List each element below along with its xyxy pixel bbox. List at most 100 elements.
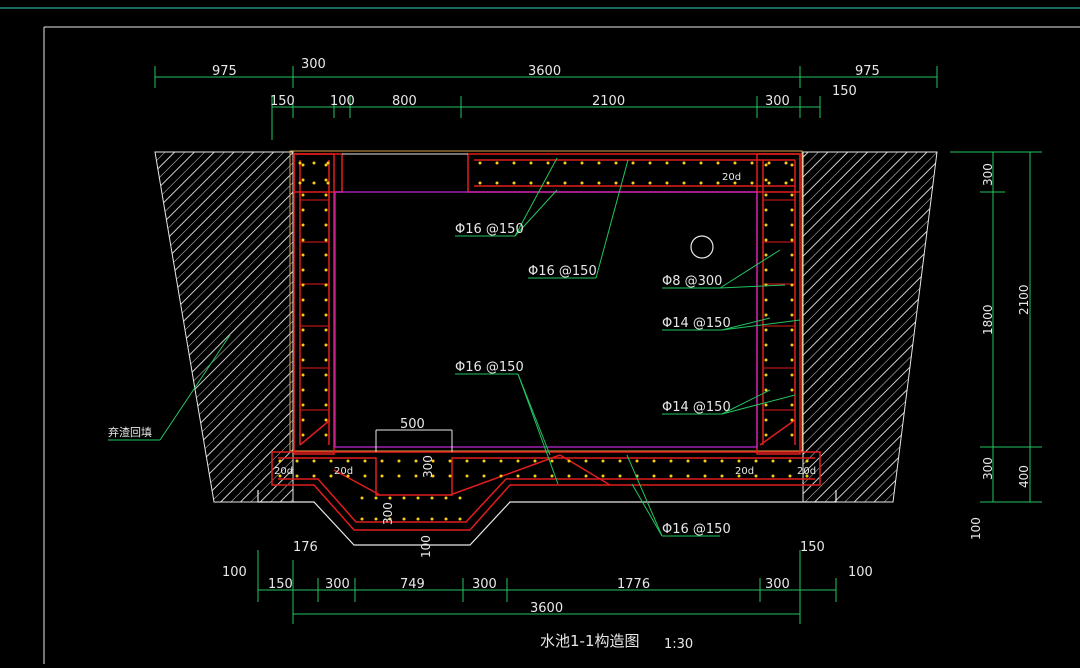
- rebar-dot: [444, 517, 448, 521]
- rebar-dot: [790, 313, 794, 317]
- rebar-dot: [360, 517, 364, 521]
- rebar-dot: [324, 208, 328, 212]
- dim-top2-150: 150: [270, 94, 295, 109]
- rebar-dot: [764, 388, 768, 392]
- rebar-dot: [278, 459, 282, 463]
- rebar-dot: [324, 373, 328, 377]
- dim-right-300b: 300: [981, 457, 995, 480]
- rebar-dot: [312, 181, 316, 185]
- rebar-dot: [397, 459, 401, 463]
- rebar-dot: [301, 358, 305, 362]
- rebar-dot: [597, 161, 601, 165]
- rebar-dot: [703, 459, 707, 463]
- rebar-dot: [764, 223, 768, 227]
- rebar-dot: [346, 459, 350, 463]
- rebar-dot: [764, 358, 768, 362]
- rebar-dot: [301, 373, 305, 377]
- pipe-opening-icon: [690, 235, 714, 259]
- rebar-dot: [363, 474, 367, 478]
- rebar-dot: [614, 181, 618, 185]
- rebar-dot: [301, 253, 305, 257]
- rebar-dot: [301, 223, 305, 227]
- rebar-dot: [790, 388, 794, 392]
- rebar-dot: [465, 459, 469, 463]
- rebar-dot: [324, 328, 328, 332]
- rebar-dot: [324, 313, 328, 317]
- rebar-dot: [529, 181, 533, 185]
- dim-right-1800: 1800: [981, 304, 995, 335]
- rebar-dot: [665, 161, 669, 165]
- rebar-dot: [652, 474, 656, 478]
- rebar-dot: [301, 418, 305, 422]
- rebar-dot: [788, 459, 792, 463]
- rebar-dot: [790, 433, 794, 437]
- rebar-dot: [754, 459, 758, 463]
- rebar-dot: [790, 193, 794, 197]
- rebar-dot: [788, 474, 792, 478]
- rebar-dot: [301, 208, 305, 212]
- rebar-dot: [550, 459, 554, 463]
- rebar-dot: [324, 193, 328, 197]
- rebar-dot: [764, 298, 768, 302]
- rebar-dot: [512, 161, 516, 165]
- rebar-dot: [805, 459, 809, 463]
- rebar-dot: [312, 459, 316, 463]
- rebar-dot: [301, 403, 305, 407]
- rebar-dot: [529, 161, 533, 165]
- rebar-dot: [652, 459, 656, 463]
- rebar-dot: [448, 459, 452, 463]
- rebar-dot: [324, 298, 328, 302]
- dim-top2-800: 800: [392, 94, 417, 109]
- foundation-outline: [257, 490, 837, 546]
- rebar-dot: [733, 181, 737, 185]
- rebar-dot: [764, 268, 768, 272]
- sump-outline: [375, 429, 453, 452]
- rebar-dot: [601, 474, 605, 478]
- rebar-dot: [533, 474, 537, 478]
- rebar-dot: [301, 313, 305, 317]
- rebar-dot: [326, 181, 330, 185]
- rebar-label-3: Φ8 @300: [662, 274, 722, 289]
- rebar-dot: [298, 181, 302, 185]
- drawing-title: 水池1-1构造图: [540, 632, 640, 650]
- rebar-dot: [458, 517, 462, 521]
- rebar-dot: [482, 459, 486, 463]
- backfill-left: [154, 151, 294, 503]
- rebar-dot: [784, 161, 788, 165]
- dim-bot-150-right: 150: [800, 540, 825, 555]
- rebar-dot: [699, 161, 703, 165]
- rebar-dot: [324, 223, 328, 227]
- rebar-dot: [516, 459, 520, 463]
- anchorage-label-2: 20d: [274, 466, 293, 477]
- rebar-dot: [324, 343, 328, 347]
- rebar-dot: [512, 181, 516, 185]
- rebar-dot: [635, 459, 639, 463]
- rebar-dot: [764, 208, 768, 212]
- pool-interior: [334, 191, 758, 448]
- rebar-dot: [301, 343, 305, 347]
- rebar-dot: [597, 181, 601, 185]
- rebar-dot: [324, 433, 328, 437]
- rebar-dot: [764, 418, 768, 422]
- rebar-dot: [720, 474, 724, 478]
- rebar-dot: [764, 328, 768, 332]
- rebar-dot: [771, 459, 775, 463]
- rebar-dot: [790, 418, 794, 422]
- rebar-dot: [388, 517, 392, 521]
- rebar-dot: [764, 433, 768, 437]
- rebar-dot: [324, 283, 328, 287]
- rebar-dot: [567, 459, 571, 463]
- dim-top-975-left: 975: [212, 64, 237, 79]
- dim-sump-300: 300: [421, 455, 435, 478]
- rebar-dot: [278, 474, 282, 478]
- rebar-dot: [444, 496, 448, 500]
- rebar-dot: [380, 459, 384, 463]
- rebar-dot: [546, 181, 550, 185]
- rebar-dot: [790, 403, 794, 407]
- dim-bot2-150: 150: [268, 577, 293, 592]
- rebar-dot: [324, 403, 328, 407]
- rebar-dot: [750, 161, 754, 165]
- rebar-dot: [716, 181, 720, 185]
- rebar-dot: [324, 358, 328, 362]
